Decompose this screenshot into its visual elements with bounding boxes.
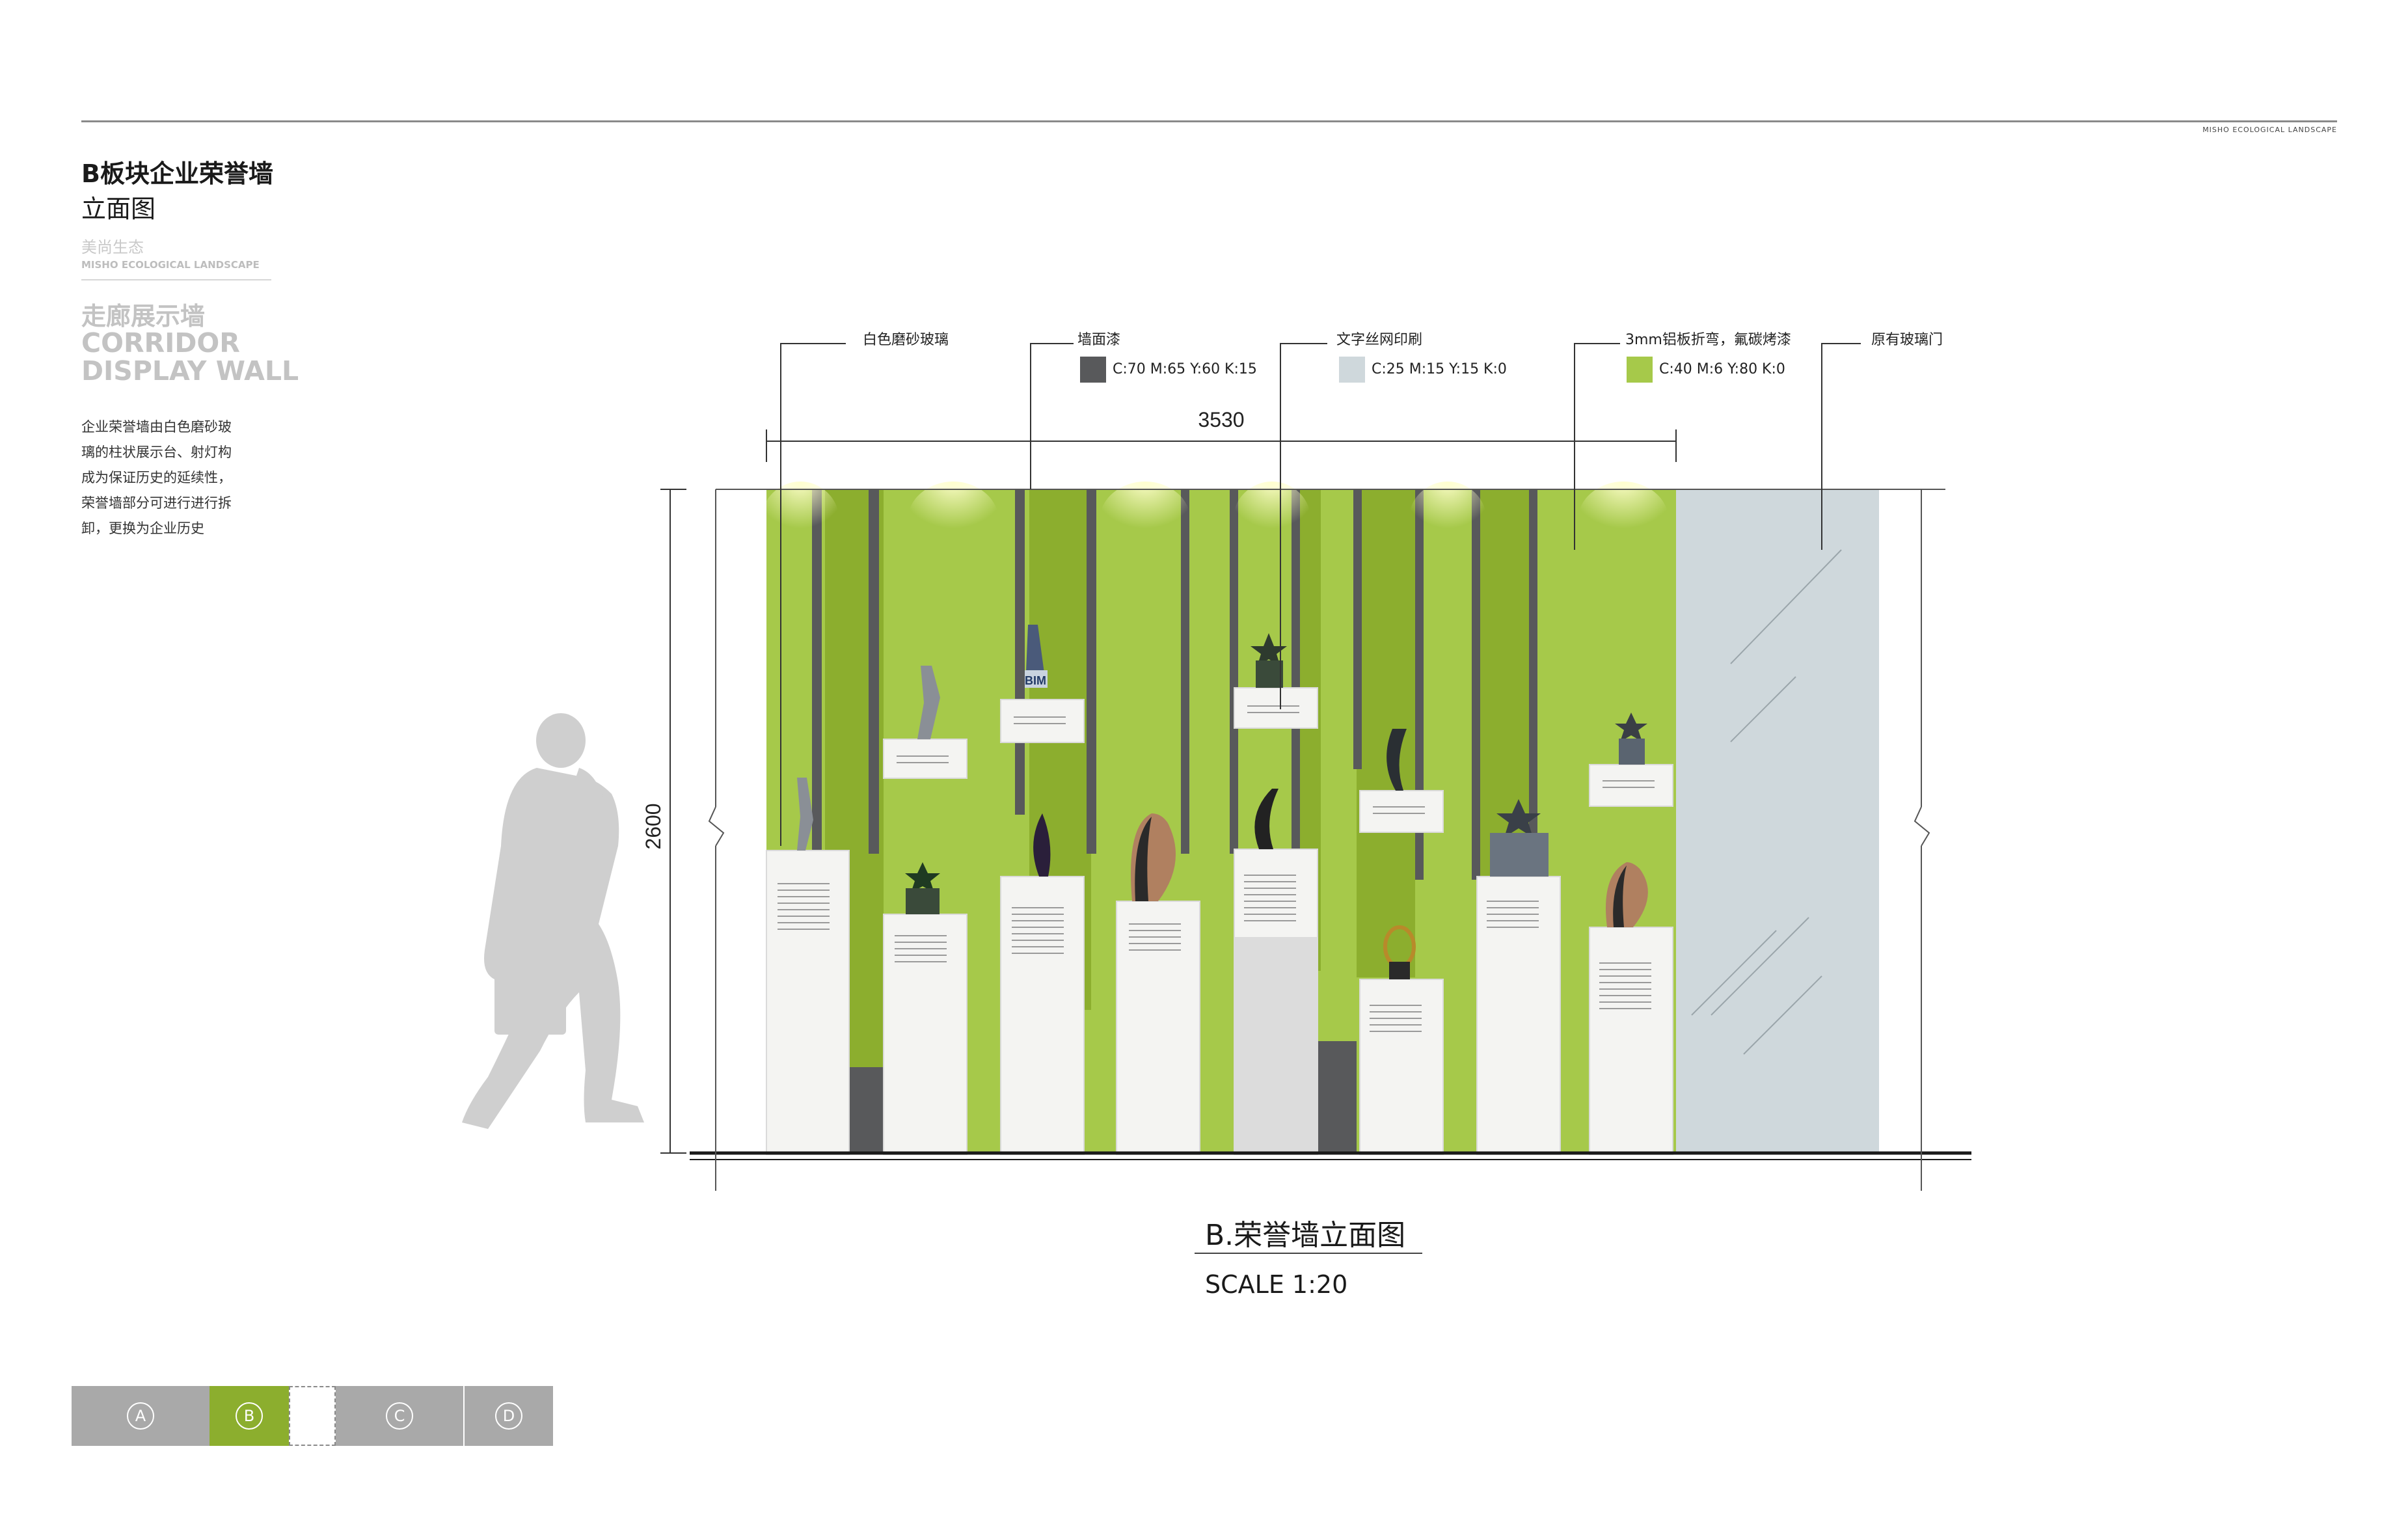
- wall-shelves: [883, 687, 1673, 833]
- drawing-scale: SCALE 1:20: [1205, 1270, 1348, 1299]
- brand-name-en: MISHO ECOLOGICAL LANDSCAPE: [81, 259, 260, 271]
- nav-tab-label: D: [495, 1402, 522, 1430]
- height-dimension-label: 2600: [642, 803, 665, 849]
- caption-underline: [1195, 1253, 1422, 1254]
- trophies: BIM: [797, 625, 1648, 979]
- nav-tab-label: C: [386, 1402, 413, 1430]
- plinth-shadow: [1234, 937, 1318, 1154]
- description-line: 企业荣誉墙由白色磨砂玻: [81, 419, 232, 435]
- section-title-cn: 走廊展示墙: [81, 302, 206, 331]
- nav-tab-d[interactable]: D: [465, 1386, 553, 1446]
- brand-divider: [81, 279, 271, 280]
- section-title-en-line1: CORRIDOR: [81, 327, 240, 359]
- section-nav: A B C D: [72, 1386, 553, 1446]
- callout-silk-print-spec: C:25 M:15 Y:15 K:0: [1372, 361, 1507, 377]
- callout-leaders: [780, 343, 1861, 846]
- plaque-lines: [778, 705, 1655, 1032]
- description-line: 璃的柱状展示台、射灯构: [81, 444, 232, 460]
- width-dimension: [766, 429, 1677, 462]
- brand-name-cn: 美尚生态: [81, 238, 144, 256]
- nav-tab-label: B: [236, 1402, 263, 1430]
- callout-wall-paint-spec: C:70 M:65 Y:60 K:15: [1113, 361, 1257, 377]
- nav-tab-placeholder[interactable]: [289, 1386, 336, 1446]
- callout-silk-print: 文字丝网印刷: [1336, 332, 1422, 348]
- callout-aluminum-panel: 3mm铝板折弯，氟碳烤漆: [1625, 332, 1791, 348]
- nav-tab-b[interactable]: B: [210, 1386, 289, 1446]
- swatch-silk-print: [1339, 357, 1365, 383]
- drawing-caption: B.荣誉墙立面图: [1205, 1219, 1406, 1252]
- width-dimension-label: 3530: [1198, 408, 1244, 431]
- top-rule: [81, 120, 2337, 122]
- construction-lines: [708, 489, 1945, 1191]
- nav-tab-label: A: [127, 1402, 154, 1430]
- page-subtitle: 立面图: [81, 195, 156, 223]
- description-line: 成为保证历史的延续性，: [81, 470, 232, 485]
- swatch-wall-paint: [1080, 357, 1106, 383]
- callout-frosted-glass: 白色磨砂玻璃: [863, 332, 949, 348]
- person-silhouette: [462, 713, 644, 1129]
- trophy-label: BIM: [1025, 674, 1046, 687]
- glass-door: [1676, 489, 1879, 1154]
- page-title: B板块企业荣誉墙: [81, 159, 273, 188]
- section-title-en-line2: DISPLAY WALL: [81, 355, 299, 387]
- height-dimension: [660, 489, 686, 1154]
- nav-tab-a[interactable]: A: [72, 1386, 210, 1446]
- swatch-aluminum-panel: [1627, 357, 1653, 383]
- header-brand: MISHO ECOLOGICAL LANDSCAPE: [2202, 126, 2337, 134]
- nav-tab-c[interactable]: C: [336, 1386, 465, 1446]
- callout-aluminum-panel-spec: C:40 M:6 Y:80 K:0: [1659, 361, 1785, 377]
- description-line: 荣誉墙部分可进行进行拆: [81, 495, 232, 511]
- dark-gray-strips: [812, 489, 1537, 1154]
- callout-glass-door: 原有玻璃门: [1871, 332, 1943, 348]
- description-line: 卸，更换为企业历史: [81, 521, 204, 536]
- callout-wall-paint: 墙面漆: [1077, 332, 1120, 348]
